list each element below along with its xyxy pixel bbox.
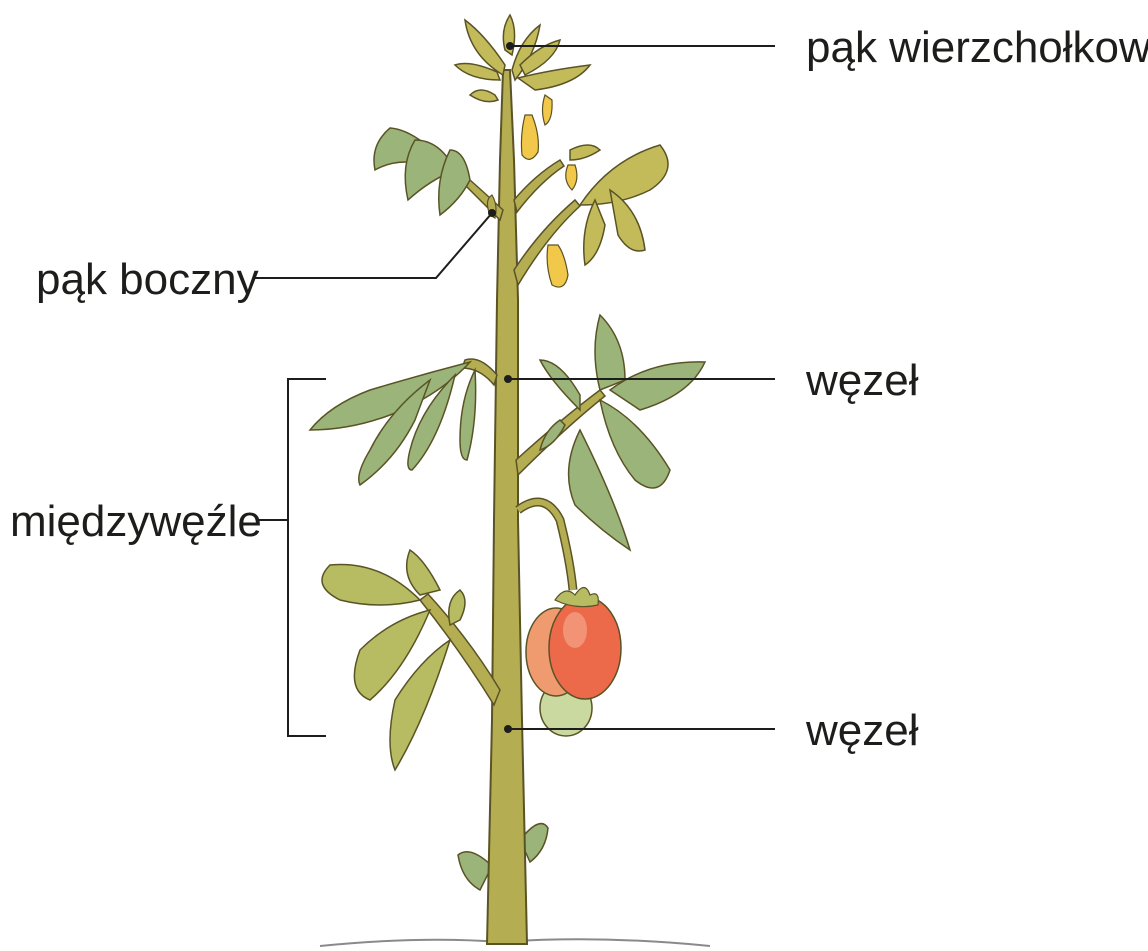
leaf <box>584 200 605 265</box>
leaf <box>460 370 476 460</box>
node-marker-lower <box>504 725 512 733</box>
leaf <box>570 145 600 160</box>
leaf <box>540 360 580 410</box>
label-apical-bud: pąk wierzchołkowy <box>806 23 1148 72</box>
apical-bud-cluster <box>455 15 590 102</box>
leaf <box>449 590 465 625</box>
flower-bud <box>566 165 577 190</box>
leader-line-lateral-bud <box>255 213 492 278</box>
internode-bracket <box>288 379 326 736</box>
lateral-bud-marker <box>488 209 496 217</box>
leaf <box>600 400 670 488</box>
label-node-upper: węzeł <box>805 356 919 405</box>
flower <box>521 115 538 159</box>
flower <box>547 245 568 287</box>
flower-bud <box>543 95 553 125</box>
tomato-plant-illustration <box>310 15 710 946</box>
leaf <box>407 550 440 595</box>
branch <box>465 180 503 220</box>
label-node-lower: węzeł <box>805 706 919 755</box>
label-internode: międzywęźle <box>10 497 262 546</box>
node-marker-upper <box>504 375 512 383</box>
tomato-fruits <box>526 588 621 737</box>
label-lateral-bud: pąk boczny <box>36 255 259 304</box>
red-tomato <box>549 597 621 699</box>
branch <box>514 200 580 285</box>
branch <box>514 160 564 212</box>
calyx <box>555 588 598 607</box>
leaf <box>322 564 420 605</box>
apical-bud-marker <box>506 42 514 50</box>
